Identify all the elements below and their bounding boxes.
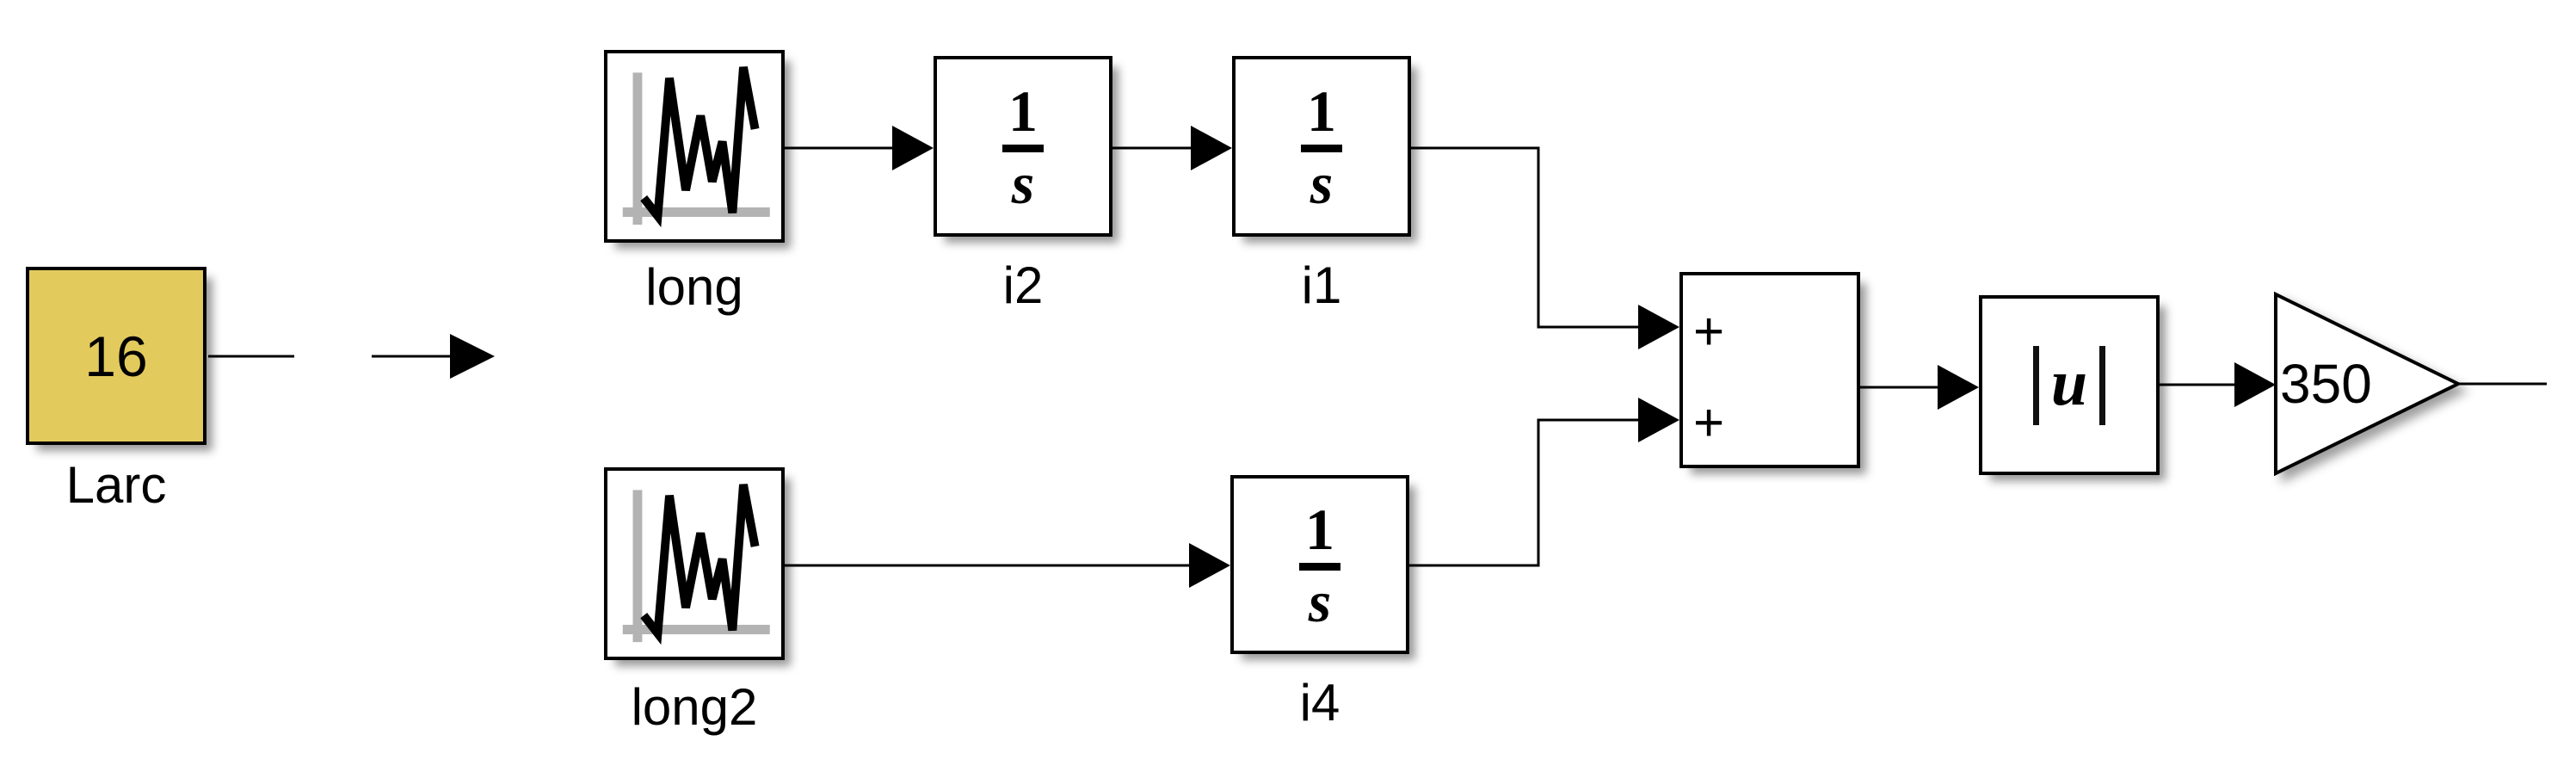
arrowhead-icon bbox=[1189, 543, 1230, 588]
gain-triangle-icon[interactable] bbox=[2263, 284, 2478, 491]
arrowhead-icon bbox=[892, 126, 934, 170]
abs-expression: u bbox=[2032, 345, 2106, 425]
wire-long2-to-i4[interactable] bbox=[785, 543, 1230, 588]
transfer-function-1-over-s: 1 s bbox=[1002, 78, 1044, 216]
frac-denominator: s bbox=[1011, 150, 1035, 216]
integrator-i1-label: i1 bbox=[1301, 256, 1342, 314]
abs-u: u bbox=[2050, 346, 2088, 419]
arrowhead-icon bbox=[1191, 126, 1232, 170]
transfer-function-1-over-s: 1 s bbox=[1301, 78, 1342, 216]
wire-dangling-arrow[interactable] bbox=[372, 334, 495, 379]
abs-bar-icon bbox=[2099, 345, 2106, 425]
signal-block-long-label: long bbox=[645, 258, 743, 316]
wire-abs-to-gain[interactable] bbox=[2160, 362, 2276, 407]
frac-denominator: s bbox=[1308, 568, 1332, 634]
frac-numerator: 1 bbox=[1008, 78, 1038, 145]
signal-block-long2-label: long2 bbox=[631, 678, 758, 736]
signal-block-long2[interactable] bbox=[604, 467, 785, 660]
integrator-i4-label: i4 bbox=[1299, 674, 1340, 732]
wire-i2-to-i1[interactable] bbox=[1112, 126, 1232, 170]
integrator-block-i2[interactable]: 1 s bbox=[934, 56, 1112, 237]
transfer-function-1-over-s: 1 s bbox=[1299, 497, 1340, 634]
abs-bar-icon bbox=[2032, 345, 2039, 425]
constant-value: 16 bbox=[84, 324, 148, 388]
frac-denominator: s bbox=[1310, 150, 1334, 216]
arrowhead-icon bbox=[450, 334, 495, 379]
wire-sum-to-abs[interactable] bbox=[1860, 365, 1979, 410]
arrowhead-icon bbox=[2234, 362, 2276, 407]
integrator-block-i1[interactable]: 1 s bbox=[1232, 56, 1411, 237]
sum-plus-icon: + bbox=[1693, 302, 1725, 361]
gain-value: 350 bbox=[2280, 353, 2372, 415]
integrator-i2-label: i2 bbox=[1002, 256, 1044, 314]
constant-block-larc[interactable]: 16 bbox=[26, 267, 206, 445]
abs-block[interactable]: u bbox=[1979, 295, 2160, 475]
integrator-block-i4[interactable]: 1 s bbox=[1230, 475, 1409, 654]
sum-block[interactable]: + + bbox=[1679, 272, 1860, 468]
sum-plus-icon: + bbox=[1693, 393, 1725, 453]
frac-bar bbox=[1299, 562, 1340, 571]
signal-waveform-icon bbox=[622, 66, 770, 228]
arrowhead-icon bbox=[1638, 305, 1679, 349]
constant-block-label: Larc bbox=[65, 456, 167, 514]
frac-bar bbox=[1002, 144, 1044, 152]
arrowhead-icon bbox=[1938, 365, 1979, 410]
arrowhead-icon bbox=[1638, 398, 1679, 442]
frac-bar bbox=[1301, 144, 1342, 152]
wire-i4-to-sum[interactable] bbox=[1409, 398, 1679, 567]
frac-numerator: 1 bbox=[1307, 78, 1336, 145]
frac-numerator: 1 bbox=[1305, 497, 1334, 563]
wire-long-to-i2[interactable] bbox=[785, 126, 934, 170]
signal-block-long[interactable] bbox=[604, 50, 785, 243]
signal-waveform-icon bbox=[622, 484, 770, 645]
wire-i1-to-sum[interactable] bbox=[1411, 146, 1679, 349]
